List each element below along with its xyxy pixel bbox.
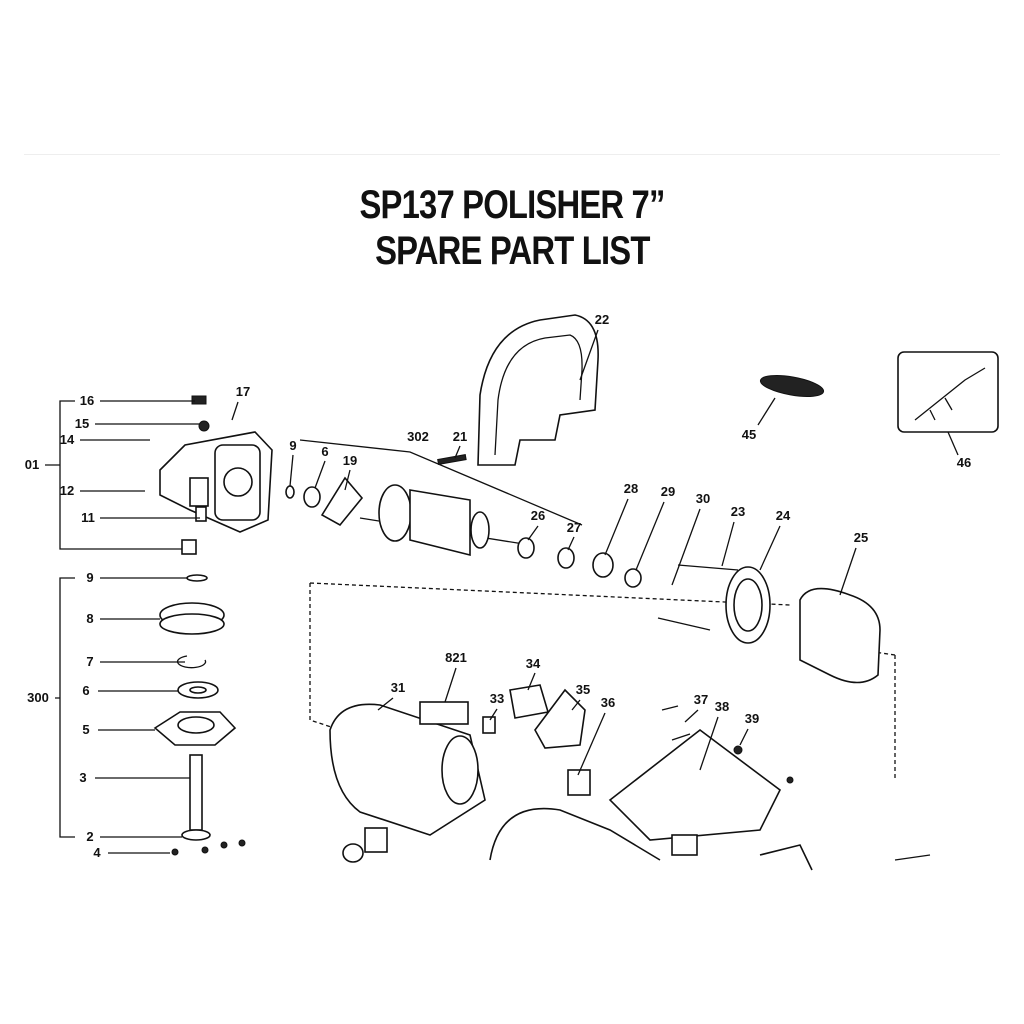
callout-label-19: 19 xyxy=(343,453,357,468)
bracket-302 xyxy=(299,439,583,526)
callout-label-34: 34 xyxy=(526,656,541,671)
leader-line-24 xyxy=(759,525,781,571)
callout-label-15: 15 xyxy=(75,416,89,431)
divider xyxy=(24,154,1000,155)
gear-housing xyxy=(159,395,273,555)
callout-label-24: 24 xyxy=(776,508,791,523)
bracket-300 xyxy=(55,577,75,838)
leader-line-22 xyxy=(579,329,599,381)
leader-line-45 xyxy=(757,397,776,426)
callout-label-22: 22 xyxy=(595,312,609,327)
callout-label-300: 300 xyxy=(27,690,49,705)
callout-label-27: 27 xyxy=(567,520,581,535)
leader-line-31 xyxy=(377,697,394,711)
callout-label-6: 6 xyxy=(321,444,328,459)
leader-line-37 xyxy=(684,709,699,723)
callout-label-9: 9 xyxy=(289,438,296,453)
leader-line-19 xyxy=(344,469,351,491)
callout-label-21: 21 xyxy=(453,429,467,444)
leader-line-39 xyxy=(739,728,749,746)
title-line-1: SP137 POLISHER 7” xyxy=(359,183,665,227)
callout-label-3: 3 xyxy=(79,770,86,785)
leader-line-21 xyxy=(454,445,461,459)
leader-line-26 xyxy=(527,525,539,541)
callout-label-302: 302 xyxy=(407,429,429,444)
bracket-01 xyxy=(45,400,185,550)
motor-housing xyxy=(329,684,931,871)
polishing-pad xyxy=(759,375,825,397)
callout-label-9: 9 xyxy=(86,570,93,585)
leader-line-25 xyxy=(839,547,857,596)
stator-section xyxy=(657,564,881,684)
accessory-box xyxy=(897,351,999,433)
handle xyxy=(477,314,599,466)
leader-line-27 xyxy=(567,536,575,551)
callout-label-28: 28 xyxy=(624,481,638,496)
callout-label-7: 7 xyxy=(86,654,93,669)
callout-label-30: 30 xyxy=(696,491,710,506)
leader-line-35 xyxy=(571,699,581,711)
leader-line-6 xyxy=(314,460,326,489)
callout-label-11: 11 xyxy=(81,510,95,525)
leader-line-28 xyxy=(604,498,629,556)
leader-line-17 xyxy=(231,401,239,421)
callout-label-6: 6 xyxy=(82,683,89,698)
callout-label-31: 31 xyxy=(391,680,405,695)
callout-label-37: 37 xyxy=(694,692,708,707)
callout-label-01: 01 xyxy=(25,457,39,472)
leader-line-38 xyxy=(699,716,719,771)
callout-label-39: 39 xyxy=(745,711,759,726)
callout-label-14: 14 xyxy=(60,432,75,447)
callout-label-45: 45 xyxy=(742,427,756,442)
leader-line-36 xyxy=(577,712,606,776)
dashed-motor-box xyxy=(309,582,896,778)
armature xyxy=(285,454,642,588)
callout-label-38: 38 xyxy=(715,699,729,714)
callout-label-16: 16 xyxy=(80,393,94,408)
leader-line-29 xyxy=(635,501,665,571)
callout-label-4: 4 xyxy=(93,845,101,860)
callout-label-29: 29 xyxy=(661,484,675,499)
callout-label-821: 821 xyxy=(445,650,467,665)
leader-line-46 xyxy=(947,431,959,456)
leader-line-9 xyxy=(289,454,294,487)
leader-line-30 xyxy=(671,508,701,586)
callout-label-5: 5 xyxy=(82,722,89,737)
callout-label-8: 8 xyxy=(86,611,93,626)
callout-label-12: 12 xyxy=(60,483,74,498)
callout-label-35: 35 xyxy=(576,682,590,697)
leader-line-23 xyxy=(721,521,735,567)
callout-label-17: 17 xyxy=(236,384,250,399)
callout-label-2: 2 xyxy=(86,829,93,844)
callout-label-33: 33 xyxy=(490,691,504,706)
callout-label-26: 26 xyxy=(531,508,545,523)
callout-label-46: 46 xyxy=(957,455,971,470)
leader-line-33 xyxy=(489,708,498,721)
callout-label-23: 23 xyxy=(731,504,745,519)
spindle-assembly xyxy=(153,574,246,856)
leader-line-34 xyxy=(527,672,536,691)
callout-label-25: 25 xyxy=(854,530,868,545)
leader-line-821 xyxy=(444,667,457,703)
callout-label-36: 36 xyxy=(601,695,615,710)
title-line-2: SPARE PART LIST xyxy=(374,229,650,273)
